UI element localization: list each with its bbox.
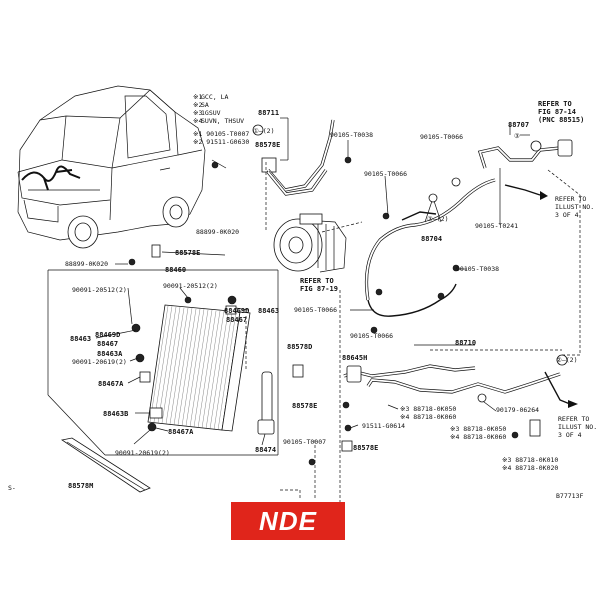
condenser-assembly <box>47 244 353 456</box>
reference-note: REFER TO <box>558 415 589 423</box>
part-label: 90105-T0066 <box>364 170 407 178</box>
part-label: 90105-T0038 <box>456 265 499 273</box>
legend-item-text: 1GSUV <box>201 109 221 117</box>
part-label: ※4 88718-0K020 <box>502 464 558 472</box>
guide-lines <box>245 160 581 516</box>
part-label: ※3 88718-0K050 <box>450 425 506 433</box>
reference-note: 3 OF 4 <box>558 431 582 439</box>
legend-item-text: SA <box>201 101 209 109</box>
part-label: 88469D <box>95 331 120 339</box>
part-label: 90091-20512(2) <box>163 282 218 290</box>
legend-item-text: SUVN, THSUV <box>201 117 244 125</box>
part-label: 88704 <box>421 235 442 243</box>
part-label: 88463 <box>258 307 279 315</box>
part-label: 88578E <box>292 402 317 410</box>
brand-logo: NDE <box>231 502 345 540</box>
part-label: ②—(2) <box>556 356 577 364</box>
reference-note: ILLUST NO. <box>555 203 594 211</box>
part-label: 88645H <box>342 354 367 362</box>
legend-item: ※2 <box>193 101 202 109</box>
part-label: 90091-20619(2) <box>115 449 170 457</box>
figure-code: B77713F <box>556 492 583 500</box>
part-label: 88467A <box>168 428 194 436</box>
part-label: 88467 <box>226 316 247 324</box>
part-label: 90105-T0007 <box>283 438 326 446</box>
part-label: ③—(2) <box>427 215 448 223</box>
leader-lines <box>95 168 501 446</box>
part-label: 90105-T0066 <box>350 332 393 340</box>
vehicle-illustration <box>17 85 206 249</box>
reference-note: FIG 87-14 <box>538 108 576 116</box>
part-label: 90091-20512(2) <box>72 286 127 294</box>
part-label: 88578E <box>255 141 280 149</box>
part-label: 88463A <box>97 350 123 358</box>
part-labels: 88711 ①—(2) ※1 90105-T0007 ※2 91511-G063… <box>8 100 597 500</box>
variant-legend: ※1 GCC, LA ※2 SA ※3 1GSUV ※4 SUVN, THSUV <box>193 93 244 125</box>
part-label: ※2 91511-G0630 <box>193 138 249 146</box>
legend-item: ※1 <box>193 93 202 101</box>
part-label: 90105-T0066 <box>294 306 337 314</box>
part-label: 88899-0K020 <box>196 228 239 236</box>
reference-note: FIG 87-19 <box>300 285 338 293</box>
part-label: 88460 <box>165 266 186 274</box>
part-label: ※3 88718-0K010 <box>502 456 558 464</box>
reference-note: REFER TO <box>555 195 586 203</box>
brand-logo-text: NDE <box>259 505 317 536</box>
part-label: 88710 <box>455 339 476 347</box>
part-label: ※3 88718-0K050 <box>400 405 456 413</box>
part-label: 90091-20619(2) <box>72 358 127 366</box>
part-label: 88707 <box>508 121 529 129</box>
part-label: 90179-06264 <box>496 406 539 414</box>
part-label: 88463 <box>70 335 91 343</box>
part-label: 88578E <box>353 444 378 452</box>
discharge-hose-88704 <box>364 177 496 334</box>
reference-note: ILLUST NO. <box>558 423 597 431</box>
part-label: 88578M <box>68 482 93 490</box>
part-label: 90105-T0066 <box>420 133 463 141</box>
page-mark: S- <box>8 484 16 492</box>
legend-item: ※4 <box>193 117 202 125</box>
liquid-pipe-88710 <box>308 354 578 466</box>
part-label: 91511-G0614 <box>362 422 405 430</box>
part-label: 88474 <box>255 446 276 454</box>
part-label: ③ <box>514 132 520 140</box>
part-label: ※4 88718-0K060 <box>450 433 506 441</box>
reference-note: REFER TO <box>538 100 572 108</box>
part-label: 88467 <box>97 340 118 348</box>
legend-item: ※3 <box>193 109 202 117</box>
part-label: 88578D <box>287 343 312 351</box>
legend-item-text: GCC, LA <box>201 93 228 101</box>
part-label: 90105-T0241 <box>475 222 518 230</box>
suction-hose-88711 <box>211 117 352 196</box>
part-label: ①—(2) <box>253 127 274 135</box>
part-label: 88469D <box>224 307 249 315</box>
part-label: ※1 90105-T0007 <box>193 130 249 138</box>
part-label: 88899-0K020 <box>65 260 108 268</box>
reference-note: REFER TO <box>300 277 334 285</box>
pipe-88707 <box>477 125 573 200</box>
part-label: 88578E <box>175 249 200 257</box>
seal-bar-88578M <box>60 437 151 493</box>
part-label: ※4 88718-0K060 <box>400 413 456 421</box>
part-label: 88463B <box>103 410 128 418</box>
reference-note: (PNC 88515) <box>538 116 584 124</box>
part-label: 90105-T0038 <box>330 131 373 139</box>
part-label: 88711 <box>258 109 279 117</box>
part-label: 88467A <box>98 380 124 388</box>
reference-note: 3 OF 4 <box>555 211 579 219</box>
ac-compressor <box>273 213 363 273</box>
